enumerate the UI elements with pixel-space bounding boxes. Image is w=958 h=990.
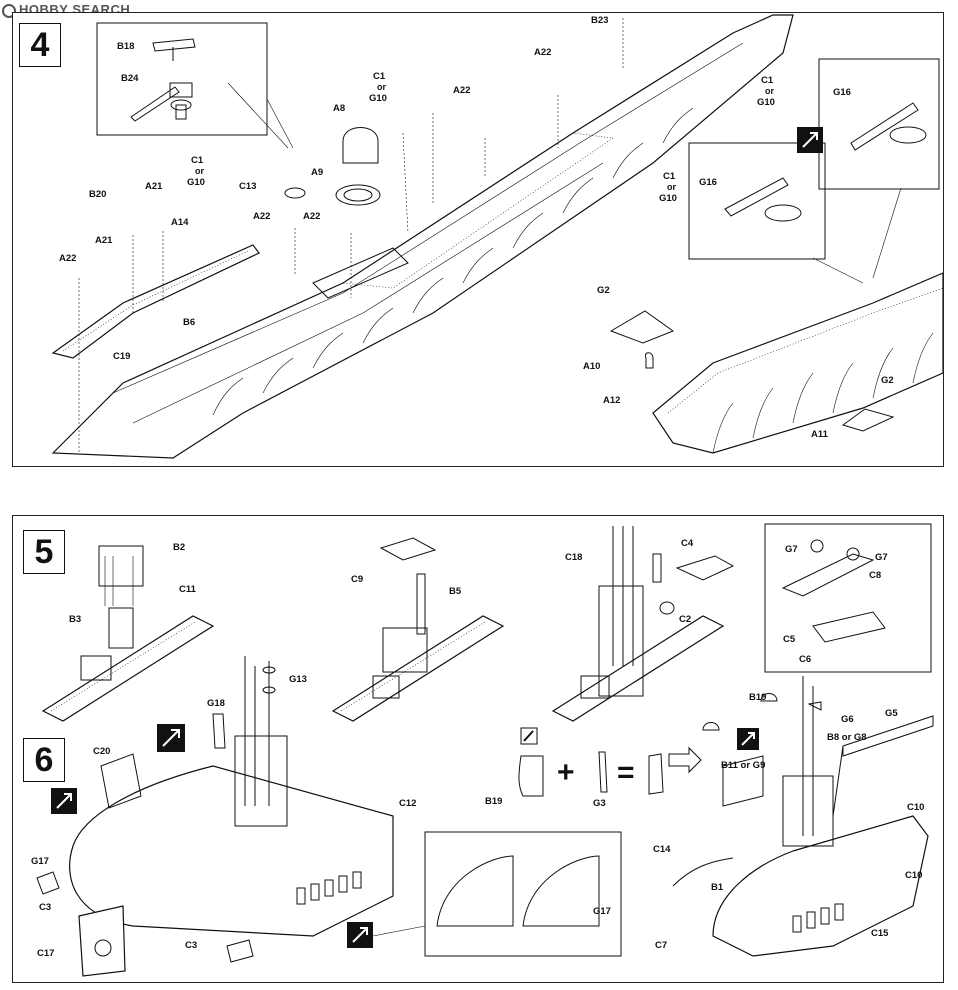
label-C9: C9 <box>351 574 363 585</box>
label-B23: B23 <box>591 15 608 26</box>
label-A10: A10 <box>583 361 600 372</box>
label-C8: C8 <box>869 570 881 581</box>
label-C13: C13 <box>239 181 256 192</box>
label-B5: B5 <box>449 586 462 597</box>
label-C6: C6 <box>799 654 811 665</box>
label-G10: G10 <box>369 93 387 104</box>
label-B18: B18 <box>117 41 134 52</box>
label-G17: G17 <box>31 856 49 867</box>
label-A22: A22 <box>303 211 320 222</box>
label-G10: G10 <box>187 177 205 188</box>
hull-stern <box>652 272 943 454</box>
label-G13: G13 <box>289 674 307 685</box>
label-C14: C14 <box>653 844 671 855</box>
label-C17: C17 <box>37 948 54 959</box>
label-B6: B6 <box>183 317 195 328</box>
label-or: or <box>667 182 676 192</box>
bow-deck-c19 <box>51 244 260 359</box>
label-G7: G7 <box>785 544 798 555</box>
label-G6: G6 <box>841 714 854 725</box>
inset-g17 <box>424 831 622 957</box>
inset-b18-b24 <box>96 22 268 136</box>
label-C12: C12 <box>399 798 416 809</box>
label-G3: G3 <box>593 798 606 809</box>
inset-g16-a <box>688 142 826 260</box>
label-G18: G18 <box>207 698 225 709</box>
label-C3: C3 <box>39 902 51 913</box>
arrow-icon <box>51 788 77 814</box>
arrow-icon <box>347 922 373 948</box>
inset-g16-b <box>818 58 940 190</box>
label-G16: G16 <box>699 177 717 188</box>
label-C20: C20 <box>93 746 110 757</box>
step-6-number: 6 <box>23 738 65 782</box>
label-C1: C1 <box>373 71 386 82</box>
label-C11: C11 <box>179 584 197 595</box>
label-G17: G17 <box>593 906 611 917</box>
label-G2: G2 <box>597 285 610 296</box>
label-B19: B19 <box>749 692 766 703</box>
label-G2: G2 <box>881 375 894 386</box>
label-C10: C10 <box>907 802 924 813</box>
label-C7: C7 <box>655 940 667 951</box>
step-4-panel: 4 <box>12 12 944 467</box>
label-C1: C1 <box>663 171 676 182</box>
step-4-diagram: B18 B24 B23 A22 A22 C1 or G10 C1 or G10 … <box>51 14 943 459</box>
label-G5: G5 <box>885 708 898 719</box>
label-A12: A12 <box>603 395 620 406</box>
arrow-icon <box>797 127 823 153</box>
equals-sign: = <box>617 756 635 789</box>
label-A22: A22 <box>59 253 76 264</box>
label-A21: A21 <box>95 235 113 246</box>
plus-sign: + <box>557 756 575 789</box>
label-A9: A9 <box>311 167 323 178</box>
label-A21: A21 <box>145 181 163 192</box>
label-C19: C19 <box>113 351 130 362</box>
label-C3: C3 <box>185 940 197 951</box>
label-B3: B3 <box>69 614 81 625</box>
arrow-icon <box>737 728 759 750</box>
step-5-6-diagram: + = <box>31 523 934 977</box>
step-4-number: 4 <box>19 23 61 67</box>
label-C2: C2 <box>679 614 691 625</box>
label-A22: A22 <box>534 47 551 58</box>
step-5-6-panel: 5 6 <box>12 515 944 983</box>
step-5-number: 5 <box>23 530 65 574</box>
label-A8: A8 <box>333 103 345 114</box>
label-C5: C5 <box>783 634 796 645</box>
label-C18: C18 <box>565 552 582 563</box>
label-C1: C1 <box>191 155 204 166</box>
label-A11: A11 <box>811 429 829 440</box>
label-G7: G7 <box>875 552 888 563</box>
label-A22: A22 <box>253 211 270 222</box>
label-B2: B2 <box>173 542 185 553</box>
cement-icon <box>520 727 538 745</box>
inset-c5-c6 <box>764 523 932 673</box>
label-C15: C15 <box>871 928 889 939</box>
label-or: or <box>377 82 386 92</box>
label-B8-or-G8: B8 or G8 <box>827 732 867 743</box>
label-C4: C4 <box>681 538 694 549</box>
arrow-icon <box>157 724 185 752</box>
label-C1: C1 <box>761 75 774 86</box>
label-B20: B20 <box>89 189 106 200</box>
label-C10: C10 <box>905 870 922 881</box>
label-or: or <box>195 166 204 176</box>
label-or: or <box>765 86 774 96</box>
label-B24: B24 <box>121 73 139 84</box>
label-B19: B19 <box>485 796 502 807</box>
label-A22: A22 <box>453 85 470 96</box>
label-G16: G16 <box>833 87 851 98</box>
label-B1: B1 <box>711 882 724 893</box>
label-B11-or-G9: B11 or G9 <box>721 760 765 771</box>
label-G10: G10 <box>659 193 677 204</box>
label-A14: A14 <box>171 217 189 228</box>
label-G10: G10 <box>757 97 775 108</box>
watermark-logo-icon <box>2 3 16 18</box>
